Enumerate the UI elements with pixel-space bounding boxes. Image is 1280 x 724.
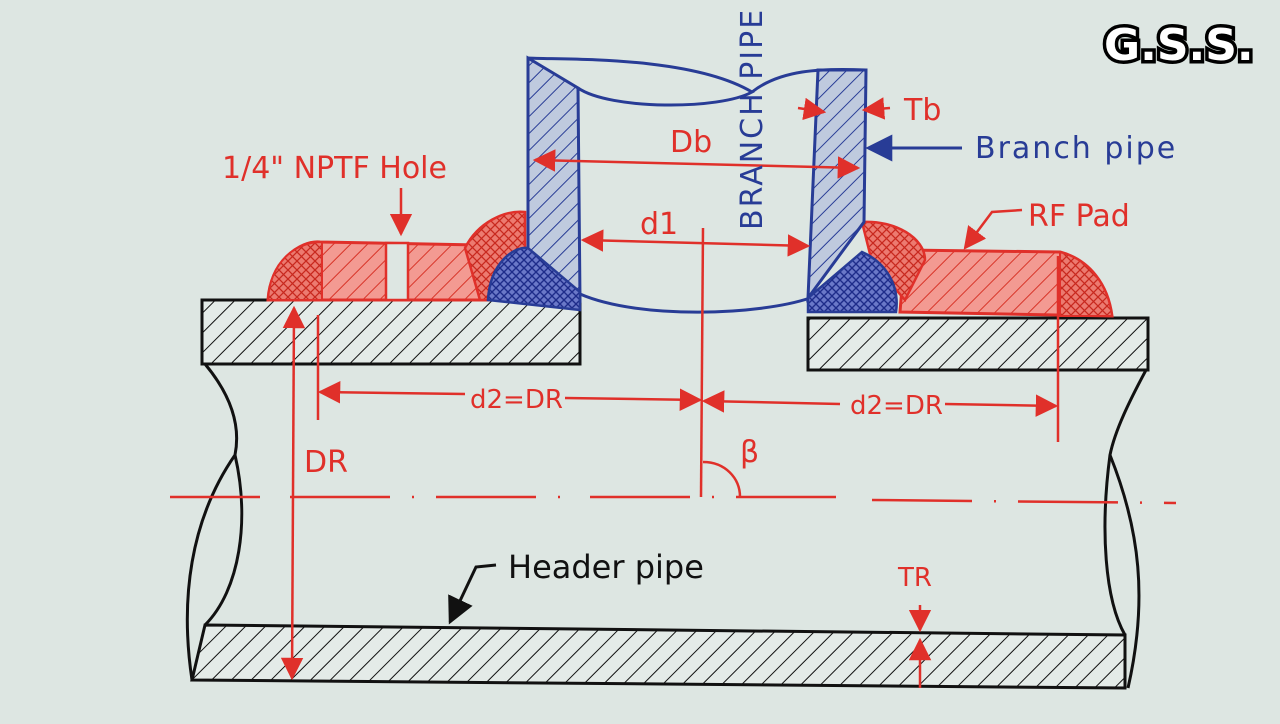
dr-dimension: [280, 305, 306, 681]
tb-arrow-right: [861, 97, 891, 120]
header-pipe-label: Header pipe: [508, 548, 704, 586]
center-line-vertical: [699, 227, 705, 498]
d1-dimension: [580, 229, 811, 257]
d2-right-label: d2=DR: [850, 391, 943, 421]
branch-pipe-vertical-label: BRANCH PIPE: [735, 8, 770, 230]
gss-logo: G.S.S.: [1104, 20, 1254, 71]
d2-left-label: d2=DR: [470, 385, 563, 415]
db-dimension: [532, 149, 861, 179]
d1-label: d1: [640, 207, 678, 242]
header-pipe-leader-arrow: [448, 563, 497, 625]
d2-dimension-left-a: [317, 381, 466, 404]
angle-beta-arc: [702, 460, 742, 498]
rf-pad-label: RF Pad: [1028, 199, 1130, 234]
d2-dimension-right-a: [701, 390, 841, 413]
header-pipe: [185, 298, 1150, 690]
center-line-horizontal: [170, 495, 1177, 505]
d2-dimension-left-b: [564, 388, 703, 411]
branch-pipe: [486, 55, 898, 314]
rf-pad-leader-arrow: [963, 208, 1023, 250]
branch-pipe-label: Branch pipe: [975, 131, 1177, 166]
tb-label: Tb: [903, 93, 941, 128]
tb-arrow-left: [797, 97, 827, 121]
db-label: Db: [670, 125, 712, 160]
dr-label: DR: [304, 445, 348, 480]
beta-label: β: [740, 435, 759, 470]
tr-label: TR: [897, 563, 932, 593]
d2-dimension-right-b: [944, 394, 1059, 417]
nptf-hole-label: 1/4" NPTF Hole: [222, 151, 447, 186]
